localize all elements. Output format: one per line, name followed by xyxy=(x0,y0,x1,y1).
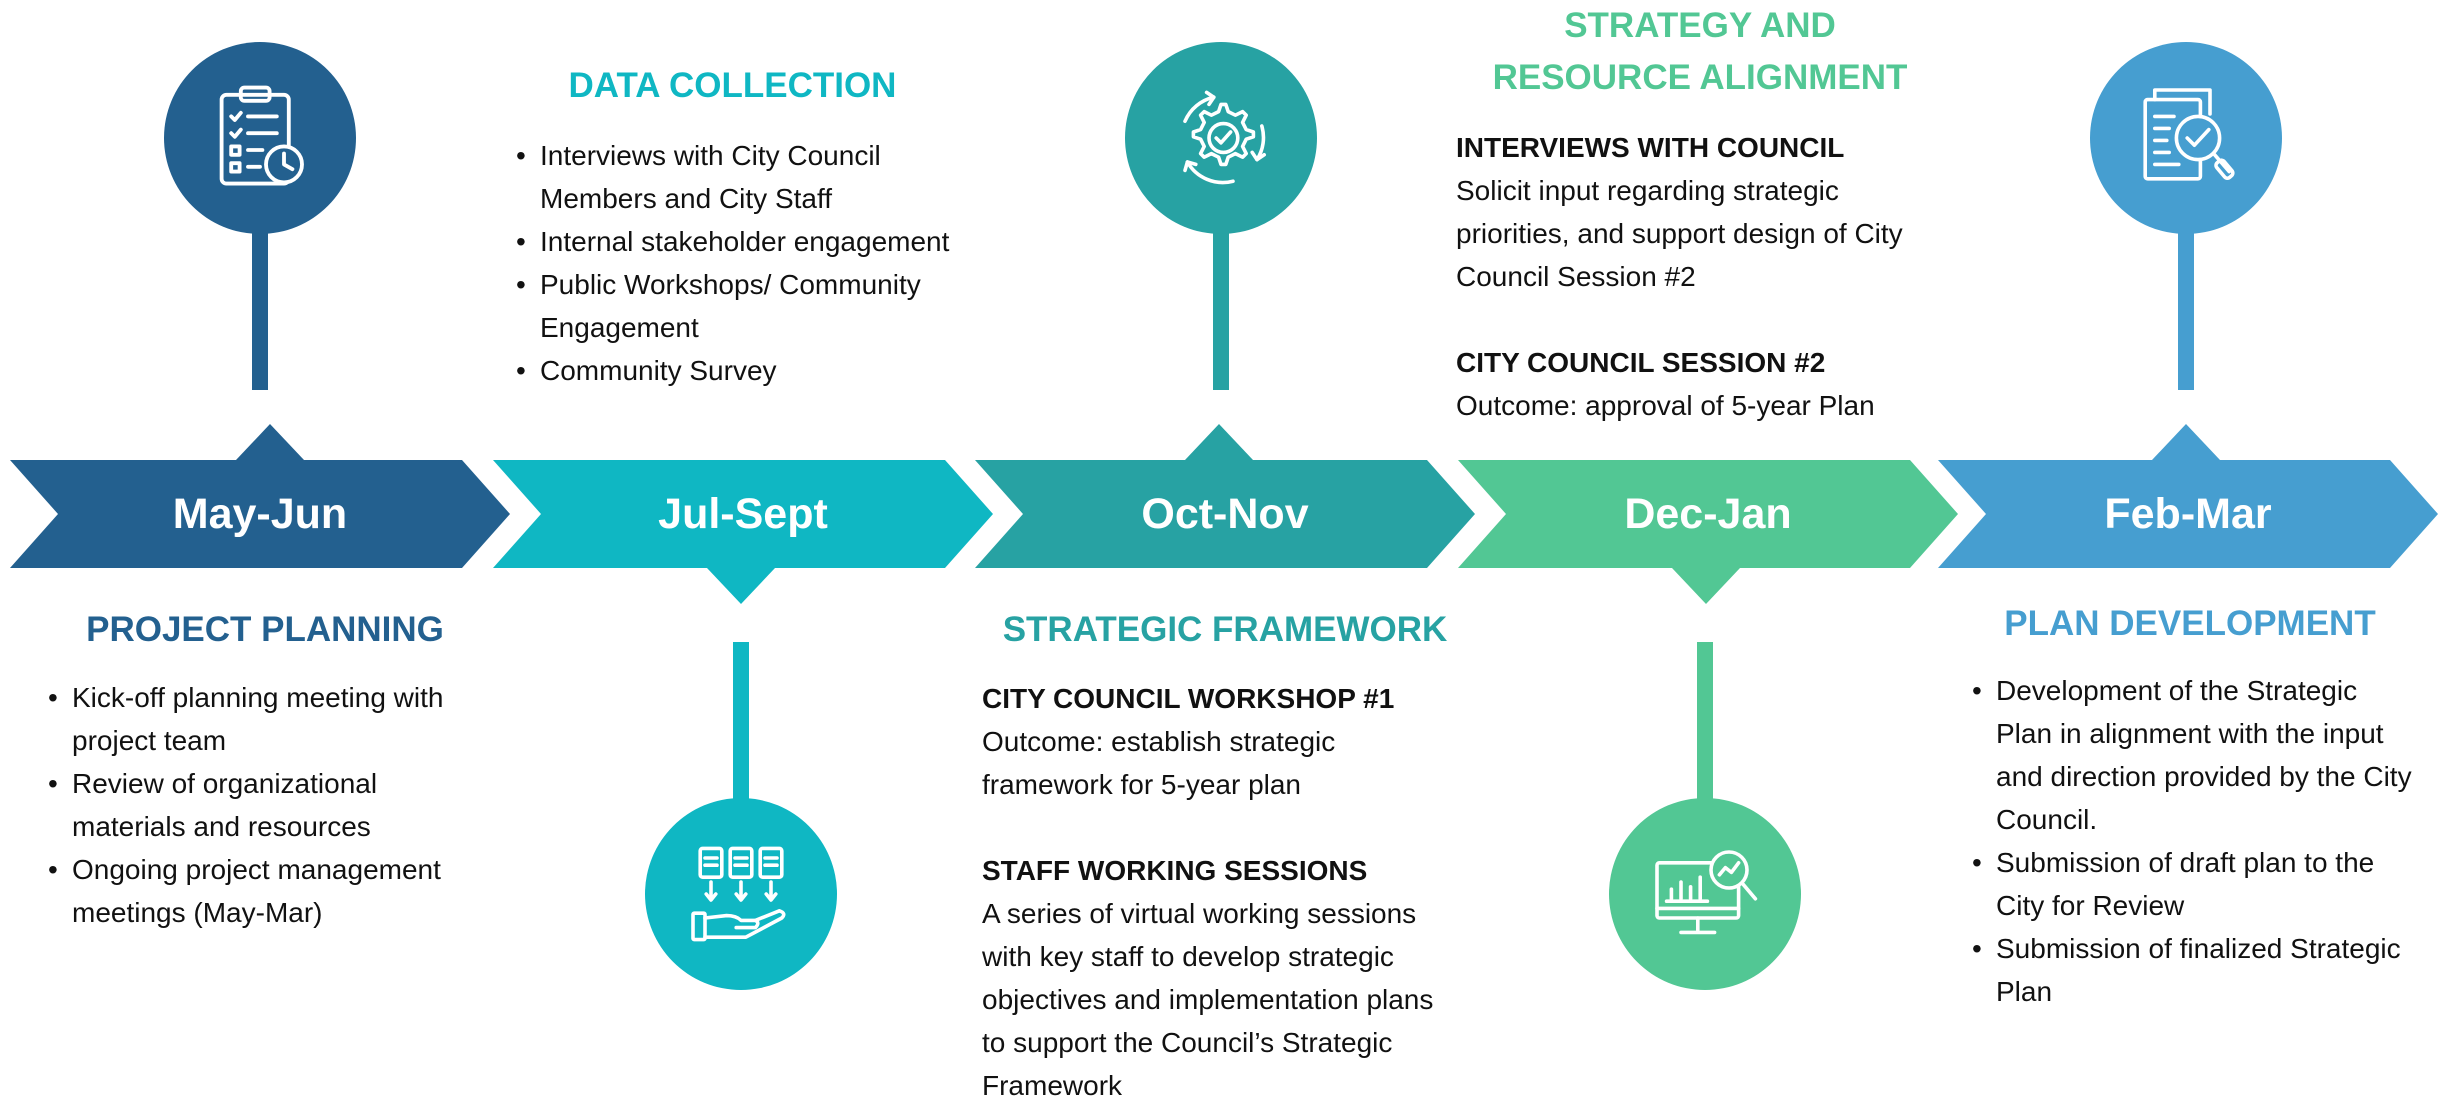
strategic-framework-body: CITY COUNCIL WORKSHOP #1 Outcome: establ… xyxy=(982,677,1452,1107)
stem-2 xyxy=(733,642,749,802)
list-item: Submission of draft plan to the City for… xyxy=(1970,841,2420,927)
monitor-chart-magnifier-icon xyxy=(1609,798,1801,990)
gear-cycle-check-icon xyxy=(1125,42,1317,234)
data-collection-heading: DATA COLLECTION xyxy=(568,66,897,105)
section-text: A series of virtual working sessions wit… xyxy=(982,898,1434,1101)
list-item: Community Survey xyxy=(514,349,984,392)
chevron-shape xyxy=(1938,424,2438,568)
stem-3 xyxy=(1213,230,1229,390)
strategy-alignment-heading: STRATEGY AND RESOURCE ALIGNMENT xyxy=(1435,0,1965,104)
stem-1 xyxy=(252,230,268,390)
phase-chevron-4: Dec-Jan xyxy=(1458,460,1958,604)
heading-line: RESOURCE ALIGNMENT xyxy=(1492,58,1908,97)
chevron-shape xyxy=(1458,460,1958,604)
section-text: Solicit input regarding strategic priori… xyxy=(1456,175,1903,292)
section-title: CITY COUNCIL WORKSHOP #1 xyxy=(982,683,1395,714)
chevron-shape xyxy=(975,424,1475,568)
phase-chevron-2: Jul-Sept xyxy=(493,460,993,604)
checklist-clock-icon xyxy=(164,42,356,234)
stem-5 xyxy=(2178,230,2194,390)
project-planning-list: Kick-off planning meeting with project t… xyxy=(46,676,476,934)
phase-label: Feb-Mar xyxy=(2104,489,2272,538)
documents-hand-icon xyxy=(645,798,837,990)
phase-chevron-1: May-Jun xyxy=(10,424,510,568)
chevron-shape xyxy=(10,424,510,568)
phase-label: Oct-Nov xyxy=(1141,489,1309,538)
stem-4 xyxy=(1697,642,1713,802)
phase-label: May-Jun xyxy=(172,489,348,538)
list-item: Public Workshops/ Community Engagement xyxy=(514,263,984,349)
list-item: Interviews with City Council Members and… xyxy=(514,134,984,220)
phase-label: Jul-Sept xyxy=(658,489,828,538)
heading-line: STRATEGY AND xyxy=(1564,6,1836,45)
project-planning-heading: PROJECT PLANNING xyxy=(86,610,444,649)
chevron-shape xyxy=(493,460,993,604)
phase-chevron-5: Feb-Mar xyxy=(1938,424,2438,568)
plan-development-list: Development of the Strategic Plan in ali… xyxy=(1970,669,2420,1013)
phase-chevron-3: Oct-Nov xyxy=(975,424,1475,568)
section-text: Outcome: establish strategic framework f… xyxy=(982,726,1336,800)
strategic-framework-heading: STRATEGIC FRAMEWORK xyxy=(1002,610,1448,649)
list-item: Ongoing project management meetings (May… xyxy=(46,848,476,934)
list-item: Internal stakeholder engagement xyxy=(514,220,984,263)
section-title: STAFF WORKING SESSIONS xyxy=(982,855,1368,886)
section-text: Outcome: approval of 5-year Plan xyxy=(1456,390,1875,421)
list-item: Submission of finalized Strategic Plan xyxy=(1970,927,2420,1013)
section-title: INTERVIEWS WITH COUNCIL xyxy=(1456,132,1845,163)
list-item: Review of organizational materials and r… xyxy=(46,762,476,848)
section-title: CITY COUNCIL SESSION #2 xyxy=(1456,347,1826,378)
document-check-magnifier-icon xyxy=(2090,42,2282,234)
data-collection-list: Interviews with City Council Members and… xyxy=(514,134,984,392)
phase-label: Dec-Jan xyxy=(1624,489,1792,538)
list-item: Development of the Strategic Plan in ali… xyxy=(1970,669,2420,841)
plan-development-heading: PLAN DEVELOPMENT xyxy=(2004,604,2376,643)
strategy-alignment-body: INTERVIEWS WITH COUNCIL Solicit input re… xyxy=(1456,126,1926,427)
list-item: Kick-off planning meeting with project t… xyxy=(46,676,476,762)
